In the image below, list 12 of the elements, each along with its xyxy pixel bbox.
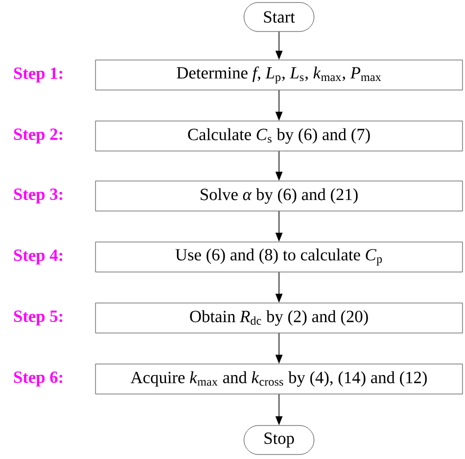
step-label: Step 5: (14, 310, 62, 326)
process-box: Solve α by (6) and (21) (95, 180, 463, 212)
step-label: Step 3: (14, 188, 62, 204)
step-label: Step 2: (14, 128, 62, 144)
process-box: Acquire k$_{max}$ and k$_{cross}$ by (4), (14) and (12) (95, 364, 463, 394)
process-box: Obtain R$_{dc}$ by (2) and (20) (95, 302, 463, 334)
process-box: Calculate C$_{s}$ by (6) and (7) (95, 120, 463, 152)
step-label: Step 1: (14, 68, 62, 82)
step-label: Step 4: (14, 250, 62, 264)
step-label: Step 6: (14, 372, 62, 386)
process-box: Determine f, L$_{p}$, L$_{s}$, k$_{max}$, P$_{max}$ (95, 60, 463, 90)
process-box: Use (6) and (8) to calculate C$_{p}$ (95, 242, 463, 272)
